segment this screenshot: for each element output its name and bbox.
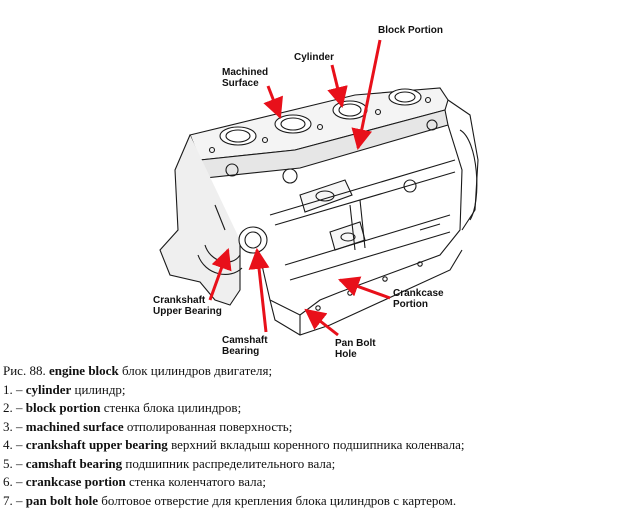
item-description: отполированная поверхность; xyxy=(127,419,292,434)
label-crankcase-portion: Crankcase Portion xyxy=(393,288,444,310)
item-description: стенка блока цилиндров; xyxy=(104,400,241,415)
item-term: pan bolt hole xyxy=(26,493,98,508)
label-pan-bolt-hole: Pan Bolt Hole xyxy=(335,338,376,360)
label-camshaft-bearing: Camshaft Bearing xyxy=(222,335,268,357)
caption-item: 7. – pan bolt hole болтовое отверстие дл… xyxy=(3,492,633,510)
item-number: 6. – xyxy=(3,474,23,489)
item-number: 1. – xyxy=(3,382,23,397)
item-number: 3. – xyxy=(3,419,23,434)
figure-number: Рис. 88. xyxy=(3,363,46,378)
item-term: crankcase portion xyxy=(26,474,126,489)
item-number: 4. – xyxy=(3,437,23,452)
label-crankshaft-upper-bearing: Crankshaft Upper Bearing xyxy=(153,295,222,317)
caption-item: 5. – camshaft bearing подшипник распреде… xyxy=(3,455,633,474)
item-description: болтовое отверстие для крепления блока ц… xyxy=(101,493,456,508)
label-cylinder: Cylinder xyxy=(294,52,334,63)
caption-item: 1. – cylinder цилиндр; xyxy=(3,381,633,400)
item-term: camshaft bearing xyxy=(26,456,122,471)
caption-title: Рис. 88. engine block блок цилиндров дви… xyxy=(3,362,633,381)
caption-item: 2. – block portion стенка блока цилиндро… xyxy=(3,399,633,418)
item-term: machined surface xyxy=(26,419,124,434)
item-number: 5. – xyxy=(3,456,23,471)
arrow-machined-surface xyxy=(268,86,280,117)
caption-description: блок цилиндров двигателя; xyxy=(122,363,272,378)
label-machined-surface: Machined Surface xyxy=(222,67,268,89)
item-number: 7. – xyxy=(3,493,23,508)
item-description: подшипник распределительного вала; xyxy=(125,456,335,471)
figure-caption: Рис. 88. engine block блок цилиндров дви… xyxy=(3,362,633,510)
caption-term: engine block xyxy=(49,363,119,378)
caption-item-list: 1. – cylinder цилиндр; 2. – block portio… xyxy=(3,381,633,510)
item-term: block portion xyxy=(26,400,101,415)
item-description: стенка коленчатого вала; xyxy=(129,474,266,489)
item-term: crankshaft upper bearing xyxy=(26,437,168,452)
caption-item: 4. – crankshaft upper bearing верхний вк… xyxy=(3,436,633,455)
item-description: верхний вкладыш коренного подшипника кол… xyxy=(171,437,464,452)
caption-item: 6. – crankcase portion стенка коленчатог… xyxy=(3,473,633,492)
engine-block-illustration: Block Portion Cylinder Machined Surface … xyxy=(0,0,637,360)
item-term: cylinder xyxy=(26,382,72,397)
caption-item: 3. – machined surface отполированная пов… xyxy=(3,418,633,437)
item-number: 2. – xyxy=(3,400,23,415)
item-description: цилиндр; xyxy=(75,382,126,397)
label-block-portion: Block Portion xyxy=(378,25,443,36)
